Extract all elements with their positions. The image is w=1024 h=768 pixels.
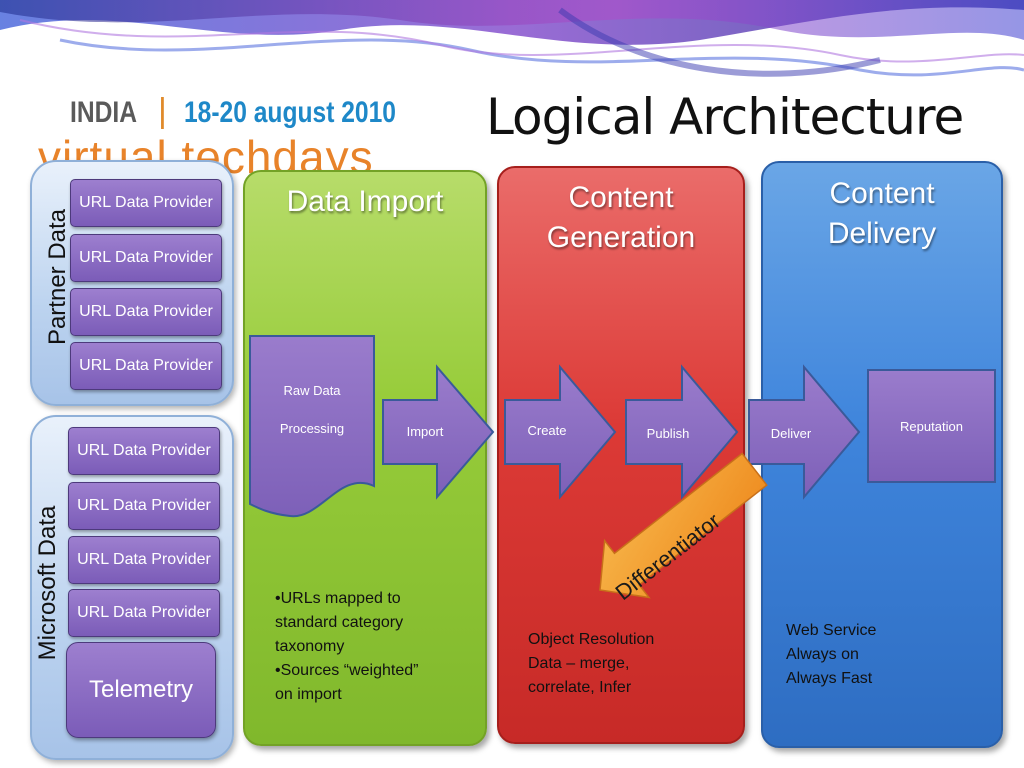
partner-provider-4: URL Data Provider <box>70 342 222 390</box>
partner-provider-3: URL Data Provider <box>70 288 222 336</box>
deliver-arrow-label: Deliver <box>770 426 812 441</box>
import-note-line-4: •Sources “weighted” <box>275 662 419 679</box>
delivery-note-line-2: Always on <box>786 646 859 663</box>
ms-provider-4: URL Data Provider <box>68 589 220 637</box>
publish-arrow-label: Publish <box>646 426 690 441</box>
generation-note-line-3: correlate, Infer <box>528 679 632 696</box>
delivery-note-line-3: Always Fast <box>786 670 873 687</box>
import-note-line-1: •URLs mapped to <box>275 590 401 607</box>
ms-provider-1: URL Data Provider <box>68 427 220 475</box>
import-arrow-label: Import <box>406 424 444 439</box>
processing-label: Processing <box>279 421 345 436</box>
import-note-line-5: on import <box>275 686 342 703</box>
delivery-note: Web Service Always on Always Fast <box>786 619 986 691</box>
reputation-box-shape <box>867 369 996 483</box>
brand-country: INDIA <box>70 96 137 129</box>
content-delivery-title-line2: Delivery <box>827 217 937 250</box>
create-arrow-shape <box>504 364 617 500</box>
import-note-line-3: taxonomy <box>275 638 345 655</box>
telemetry-box: Telemetry <box>66 642 216 738</box>
slide-title: Logical Architecture <box>486 88 964 146</box>
import-note: •URLs mapped to standard category taxono… <box>275 587 475 707</box>
brand-separator: | <box>158 92 167 130</box>
delivery-note-line-1: Web Service <box>786 622 877 639</box>
generation-note-line-2: Data – merge, <box>528 655 630 672</box>
partner-provider-1: URL Data Provider <box>70 179 222 227</box>
generation-note-line-1: Object Resolution <box>528 631 655 648</box>
generation-note: Object Resolution Data – merge, correlat… <box>528 628 728 700</box>
create-arrow-label: Create <box>527 423 567 438</box>
import-note-line-2: standard category <box>275 614 404 631</box>
event-dates: 18-20 august 2010 <box>184 96 396 129</box>
data-import-title: Data Import <box>286 185 444 218</box>
differentiator-arrow-shape <box>599 452 768 599</box>
publish-arrow-shape <box>625 364 739 500</box>
raw-data-document-shape <box>249 335 375 518</box>
import-arrow-shape <box>382 364 495 500</box>
content-generation-title-line1: Content <box>568 181 674 214</box>
ms-provider-2: URL Data Provider <box>68 482 220 530</box>
deliver-arrow-shape <box>748 364 861 500</box>
content-delivery-title-line1: Content <box>829 177 935 210</box>
reputation-label: Reputation <box>900 419 963 434</box>
content-generation-title-line2: Generation <box>546 221 696 254</box>
header-swirl-graphic <box>0 0 1024 77</box>
ms-provider-3: URL Data Provider <box>68 536 220 584</box>
raw-data-label: Raw Data <box>283 383 341 398</box>
partner-provider-2: URL Data Provider <box>70 234 222 282</box>
